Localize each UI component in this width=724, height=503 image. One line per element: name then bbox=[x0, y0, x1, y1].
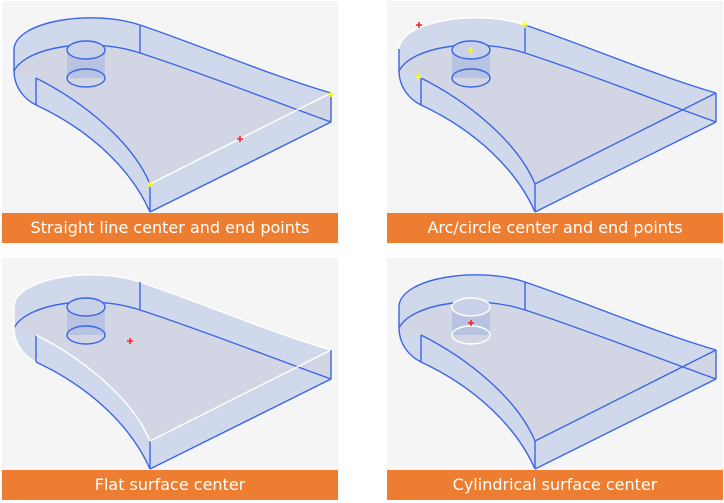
edge-topBack bbox=[524, 24, 717, 94]
hole-top-edge bbox=[451, 297, 491, 317]
edge-innerArc bbox=[398, 44, 526, 72]
edge-frontCurveTop bbox=[420, 77, 536, 185]
center-point-marker bbox=[468, 320, 474, 326]
edge-leftOuter bbox=[13, 49, 37, 106]
edge-frontCurveTop bbox=[35, 334, 151, 442]
edge-leftOuter bbox=[398, 306, 422, 363]
center-point-marker bbox=[127, 338, 133, 344]
edge-frontBot bbox=[149, 378, 332, 470]
edge-innerBack bbox=[139, 309, 332, 380]
end-point-marker bbox=[416, 74, 422, 80]
end-point-marker bbox=[147, 181, 153, 187]
hole-top-edge bbox=[66, 40, 106, 60]
edge-topBack bbox=[139, 24, 332, 94]
edge-frontTop bbox=[534, 349, 717, 442]
hole-bottom-edge bbox=[451, 68, 491, 88]
edge-frontCurveBot bbox=[420, 104, 536, 213]
part-illustration bbox=[13, 17, 334, 213]
end-point-marker bbox=[328, 91, 334, 97]
hole-top-edge bbox=[66, 297, 106, 317]
hole-bottom-edge bbox=[66, 325, 106, 345]
part-illustration bbox=[398, 17, 717, 213]
center-point-marker bbox=[416, 22, 422, 28]
edge-outerArc bbox=[398, 17, 526, 50]
edge-outerArc bbox=[13, 17, 141, 50]
caption: Flat surface center bbox=[2, 470, 338, 500]
panel-flat-surface: Flat surface center bbox=[2, 258, 338, 500]
edge-frontCurveTop bbox=[420, 334, 536, 442]
edge-innerBack bbox=[524, 52, 717, 123]
caption: Straight line center and end points bbox=[2, 213, 338, 243]
edge-frontCurveBot bbox=[420, 361, 536, 470]
edge-frontTop bbox=[149, 349, 332, 442]
top-face bbox=[399, 44, 716, 184]
center-point-marker bbox=[237, 136, 243, 142]
edge-frontBot bbox=[149, 121, 332, 213]
panel-cylindrical-surface: Cylindrical surface center bbox=[387, 258, 723, 500]
edge-innerArc bbox=[398, 301, 526, 329]
edge-leftOuter bbox=[13, 306, 37, 363]
edge-innerArc bbox=[13, 301, 141, 329]
edge-outerArc bbox=[398, 274, 526, 307]
edge-frontBot bbox=[534, 121, 717, 213]
edge-frontCurveBot bbox=[35, 361, 151, 470]
top-face bbox=[14, 44, 331, 184]
edge-frontBot bbox=[534, 378, 717, 470]
edge-leftOuter bbox=[398, 49, 422, 106]
edge-frontCurveBot bbox=[35, 104, 151, 213]
edge-innerArc bbox=[13, 44, 141, 72]
panel-straight-line: Straight line center and end points bbox=[2, 1, 338, 243]
edge-topBack bbox=[524, 281, 717, 351]
edge-outerArc bbox=[13, 274, 141, 307]
top-face bbox=[399, 301, 716, 441]
part-illustration bbox=[398, 274, 717, 470]
panel-arc-circle: Arc/circle center and end points bbox=[387, 1, 723, 243]
caption: Arc/circle center and end points bbox=[387, 213, 723, 243]
edge-topBack bbox=[139, 281, 332, 351]
edge-innerBack bbox=[139, 52, 332, 123]
top-face bbox=[14, 301, 331, 441]
edge-frontCurveTop bbox=[35, 77, 151, 185]
end-point-marker bbox=[522, 22, 528, 28]
end-point-marker bbox=[468, 47, 474, 53]
hole-bottom-edge bbox=[66, 68, 106, 88]
edge-frontTop bbox=[534, 92, 717, 185]
part-illustration bbox=[13, 274, 332, 470]
edge-innerBack bbox=[524, 309, 717, 380]
caption: Cylindrical surface center bbox=[387, 470, 723, 500]
